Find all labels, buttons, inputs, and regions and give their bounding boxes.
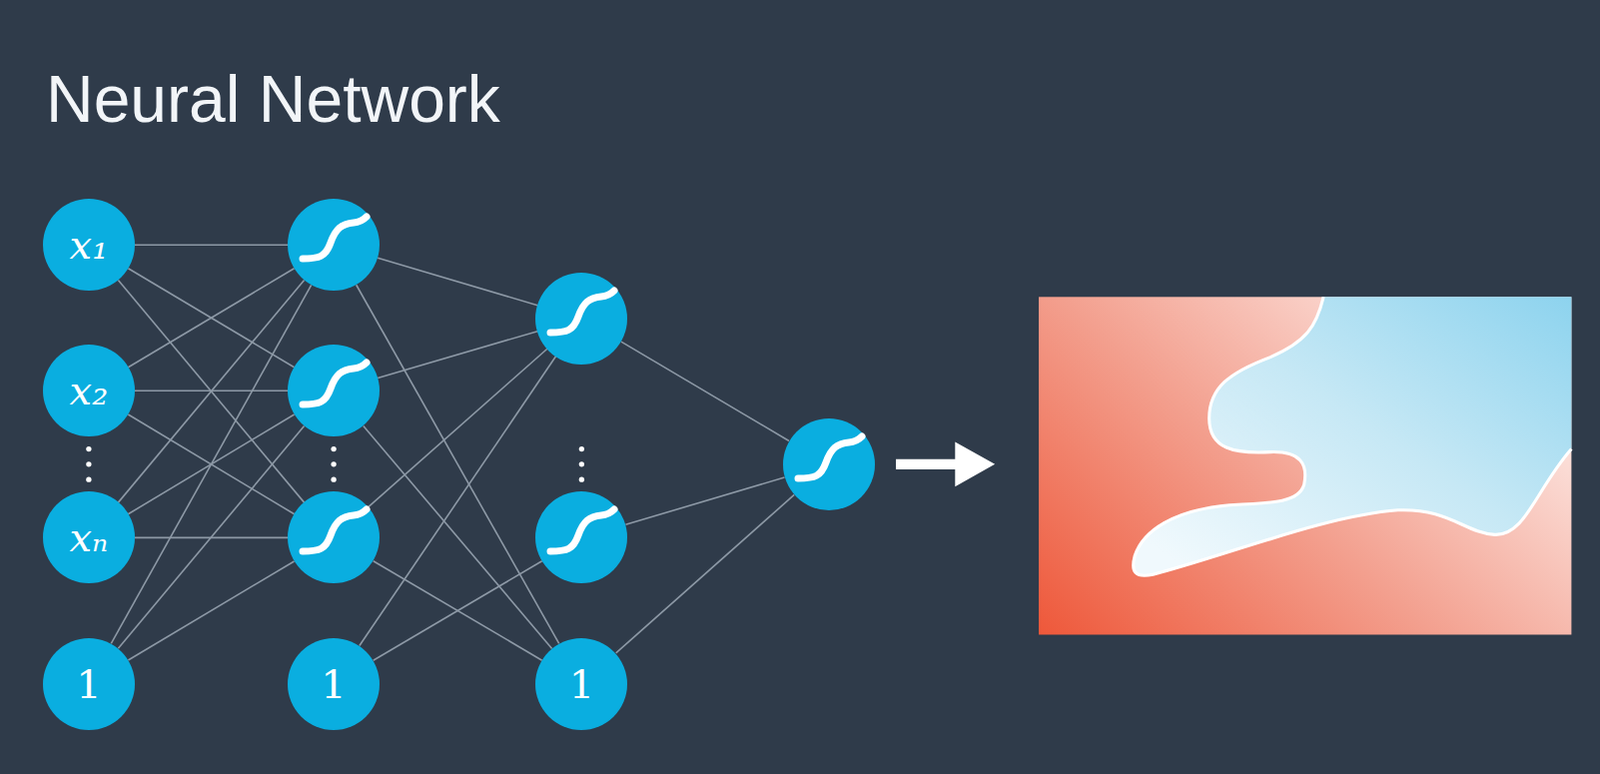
connector-group	[110, 244, 795, 661]
node-shape	[287, 491, 380, 584]
connection-line	[373, 561, 543, 661]
ellipsis-dot	[579, 477, 585, 483]
node-circle	[287, 638, 380, 731]
input-node: x₂	[42, 344, 135, 437]
connection-line	[110, 284, 311, 644]
node-shape	[783, 418, 875, 511]
neuron-node	[783, 418, 875, 511]
connection-line	[127, 268, 294, 368]
connection-line	[359, 356, 557, 647]
connection-line	[356, 284, 560, 644]
connection-line	[134, 243, 288, 246]
connection-line	[127, 268, 294, 368]
sigmoid-symbol	[302, 216, 367, 259]
input-label: x₁	[69, 224, 109, 265]
node-circle	[42, 638, 135, 731]
ellipsis-dot	[579, 446, 585, 452]
sigmoid-symbol	[302, 362, 367, 405]
node-circle	[287, 198, 380, 291]
connection-line	[117, 426, 304, 650]
node-shape	[287, 344, 380, 437]
neuron-node	[287, 198, 380, 291]
input-label: xₙ	[68, 517, 108, 558]
ellipsis-dot	[330, 446, 336, 452]
connection-line	[377, 331, 538, 379]
node-shape	[535, 272, 628, 365]
bias-node: 1	[42, 638, 135, 731]
node-circle	[535, 491, 628, 584]
node-circle	[287, 344, 380, 437]
decision-boundary-plot	[1038, 296, 1572, 635]
node-shape	[287, 198, 380, 291]
node-circle	[535, 638, 628, 731]
bias-label: 1	[75, 664, 101, 705]
neuron-node	[287, 491, 380, 584]
connection-line	[117, 279, 304, 503]
bias-label: 1	[569, 664, 595, 705]
blue-region	[1133, 296, 1573, 576]
node-shape	[535, 491, 628, 584]
connection-line	[368, 348, 548, 508]
node-circle	[783, 418, 875, 511]
ellipsis-dot	[85, 461, 91, 467]
input-node: xₙ	[42, 491, 135, 584]
sigmoid-symbol	[798, 436, 862, 479]
ellipsis-dot	[85, 446, 91, 452]
sigmoid-symbol	[550, 509, 615, 552]
input-node: x₁	[42, 198, 135, 291]
node-circle	[42, 491, 135, 584]
connection-line	[117, 279, 304, 503]
slide-title: Neural Network	[45, 65, 501, 132]
connection-line	[621, 341, 790, 441]
neuron-node	[535, 491, 628, 584]
ellipsis-dot	[330, 461, 336, 467]
ellipsis-dots	[85, 446, 585, 483]
neuron-node	[287, 344, 380, 437]
neuron-node	[535, 272, 628, 365]
node-circle	[287, 491, 380, 584]
connection-line	[377, 257, 538, 305]
node-circle	[42, 198, 135, 291]
red-region	[1038, 296, 1572, 635]
node-circle	[42, 344, 135, 437]
sigmoid-symbol	[550, 290, 615, 333]
decision-boundary	[1133, 296, 1573, 576]
node-circle	[535, 272, 628, 365]
ellipsis-dot	[330, 477, 336, 483]
sigmoid-symbol	[302, 509, 367, 552]
input-label: x₂	[69, 370, 109, 411]
bias-node: 1	[287, 638, 380, 731]
bias-node: 1	[535, 638, 628, 731]
ellipsis-dot	[579, 461, 585, 467]
connection-line	[363, 425, 553, 649]
ellipsis-dot	[85, 477, 91, 483]
connection-line	[127, 561, 294, 661]
bias-label: 1	[320, 664, 346, 705]
output-arrow	[895, 441, 995, 487]
connection-line	[625, 477, 785, 525]
connection-line	[616, 494, 795, 654]
connection-line	[373, 561, 543, 661]
static-layout	[85, 296, 1572, 635]
